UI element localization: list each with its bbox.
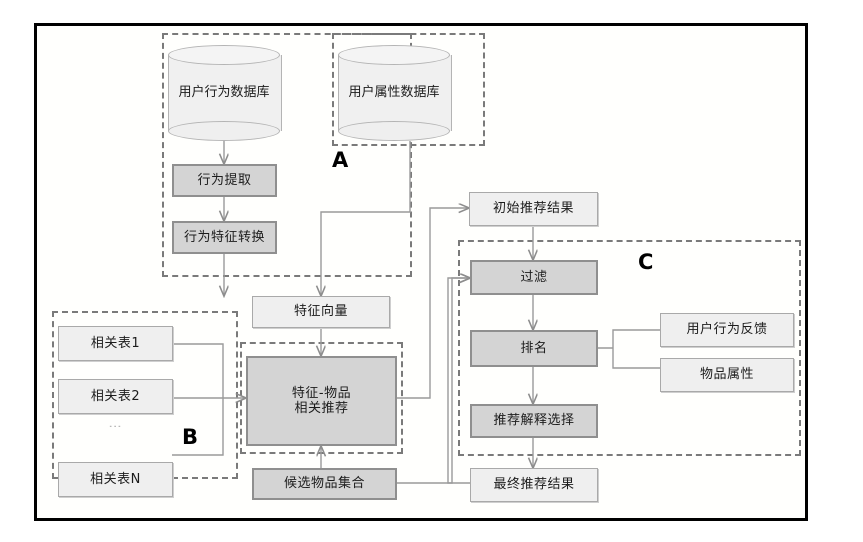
node-relation-table-1: 相关表1 [58,326,173,361]
node-user-attr-db: 用户属性数据库 [338,45,452,141]
node-item-attribute: 物品属性 [660,358,794,392]
node-user-behavior-db: 用户行为数据库 [168,45,282,141]
node-user-behavior-feedback: 用户行为反馈 [660,313,794,347]
node-filter: 过滤 [470,260,598,295]
relation-table-ellipsis: ⋮ [107,420,122,433]
node-rec-explanation-select: 推荐解释选择 [470,404,598,438]
node-initial-rec-result: 初始推荐结果 [469,192,598,226]
group-b-label: B [182,425,199,449]
node-final-rec-result: 最终推荐结果 [470,468,598,502]
node-user-behavior-db-label: 用户行为数据库 [178,85,270,101]
node-relation-table-n: 相关表N [58,462,173,497]
node-feature-item-rec: 特征-物品 相关推荐 [246,356,397,446]
node-behavior-extract: 行为提取 [172,164,277,197]
node-relation-table-2: 相关表2 [58,379,173,414]
group-a-boundary [162,33,412,277]
node-candidate-item-set: 候选物品集合 [252,468,397,500]
group-c-label: C [638,250,654,274]
node-feature-vector: 特征向量 [252,296,390,328]
node-behavior-feature-transform: 行为特征转换 [172,221,277,254]
node-user-attr-db-label: 用户属性数据库 [348,85,440,101]
node-ranking: 排名 [470,330,598,367]
group-a-label: A [332,148,349,172]
